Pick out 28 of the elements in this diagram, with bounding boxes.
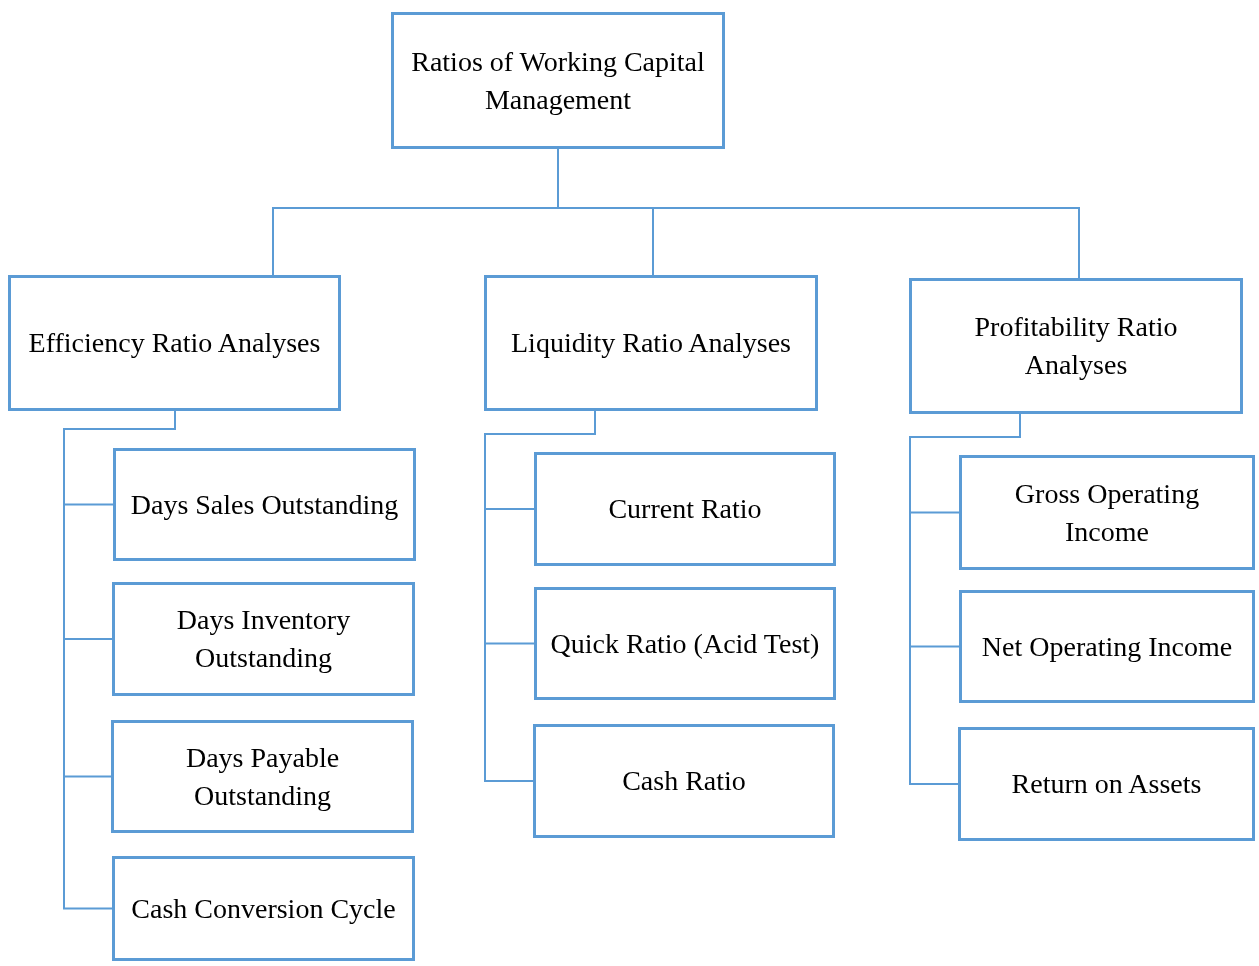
box-label: Current Ratio — [608, 492, 762, 527]
box-label: Gross Operating Income — [1013, 476, 1201, 549]
ratio-box — [959, 455, 1255, 570]
ratio-box — [112, 582, 415, 696]
box-label: Quick Ratio (Acid Test) — [550, 626, 820, 661]
box-label: Cash Ratio — [622, 764, 746, 799]
ratio-box — [113, 448, 416, 561]
ratio-box — [533, 724, 835, 838]
ratio-box — [534, 587, 836, 700]
ratio-box — [484, 275, 818, 411]
ratio-box — [909, 278, 1243, 414]
box-label: Liquidity Ratio Analyses — [511, 326, 791, 361]
ratio-box — [958, 727, 1255, 841]
box-label: Net Operating Income — [981, 629, 1233, 664]
ratio-box — [8, 275, 341, 411]
ratio-box — [959, 590, 1255, 703]
ratio-box — [112, 856, 415, 961]
box-label: Efficiency Ratio Analyses — [28, 326, 321, 361]
box-label: Return on Assets — [1011, 767, 1202, 802]
box-label: Cash Conversion Cycle — [131, 891, 396, 926]
ratio-box — [391, 12, 725, 149]
box-label: Days Sales Outstanding — [130, 487, 399, 522]
ratio-box — [534, 452, 836, 566]
ratio-box — [111, 720, 414, 833]
box-label: Days Payable Outstanding — [184, 740, 341, 813]
box-label: Ratios of Working Capital Management — [410, 44, 706, 117]
box-label: Days Inventory Outstanding — [175, 603, 352, 675]
box-label: Profitability Ratio Analyses — [973, 310, 1179, 382]
